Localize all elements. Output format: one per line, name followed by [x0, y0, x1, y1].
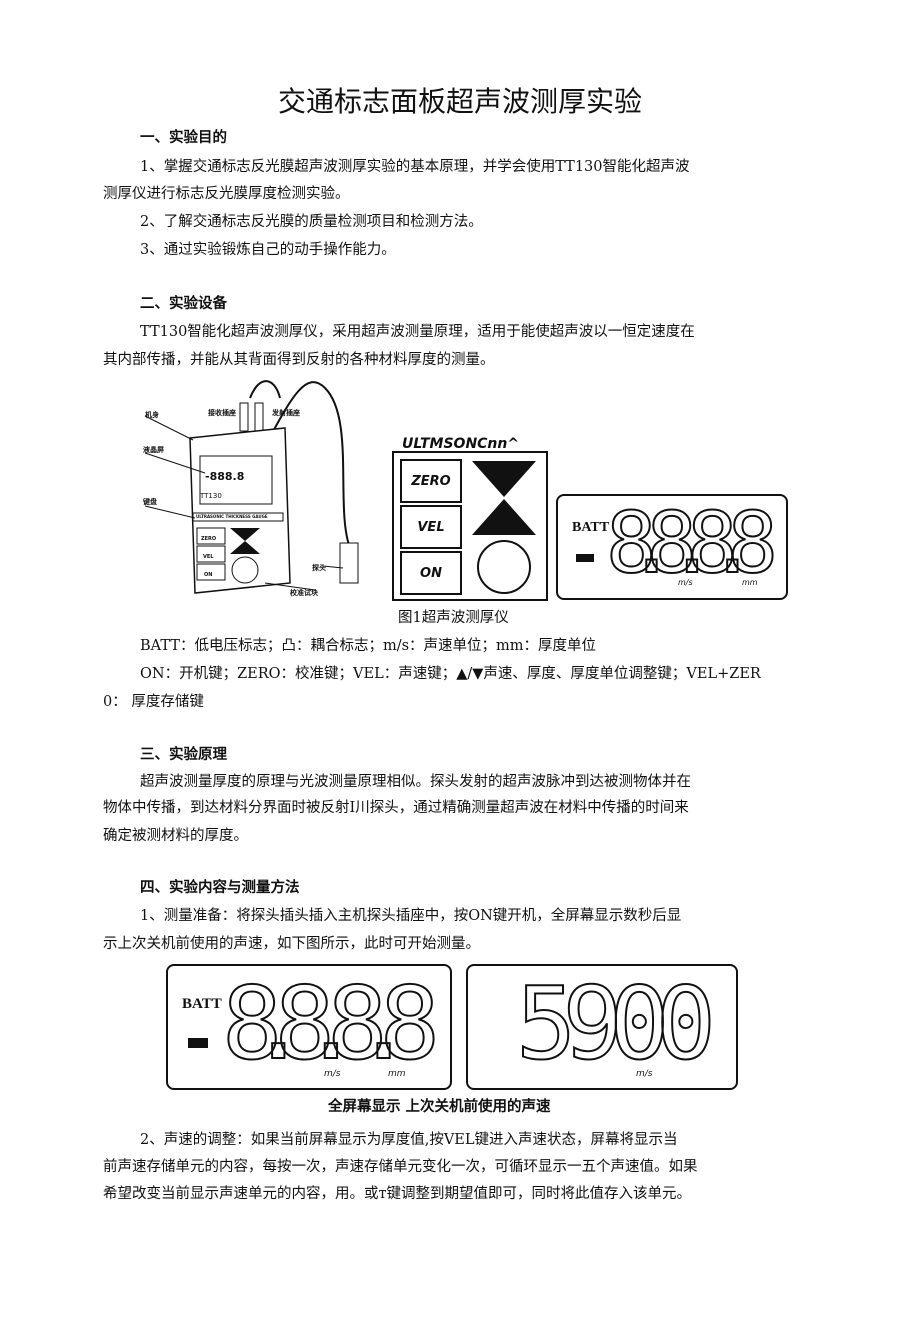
lcd-velocity-digits: 5900: [516, 972, 716, 1068]
panel-brand: ULTMSONCnn^: [402, 436, 520, 452]
label-receive-socket: 接收插座: [208, 409, 236, 417]
lcd-last-velocity-display: 5900 m/s: [466, 964, 738, 1090]
zero-key[interactable]: ZERO: [400, 459, 462, 503]
key-panel: ZERO VEL ON: [392, 451, 548, 601]
heading-method: 四、实验内容与测量方法: [140, 880, 300, 896]
legend-line: 0： 厚度存储键: [103, 694, 204, 710]
text-line: 其内部传播，并能从其背面得到反射的各种材料厚度的测量。: [103, 352, 495, 368]
unit-mm: mm: [742, 578, 758, 587]
heading-purpose: 一、实验目的: [140, 130, 227, 146]
page-title: 交通标志面板超声波测厚实验: [277, 85, 642, 118]
text-line: 2、了解交通标志反光膜的质量检测项目和检测方法。: [140, 214, 483, 230]
on-key[interactable]: ON: [400, 551, 462, 595]
label-keypad: 键盘: [143, 498, 157, 506]
coupling-icon: [188, 1038, 208, 1048]
text-line: 2、声速的调整：如果当前屏幕显示为厚度值,按VEL键进入声速状态，屏幕将显示当: [140, 1132, 678, 1148]
batt-indicator: BATT: [182, 996, 222, 1012]
unit-mm: mm: [388, 1069, 406, 1079]
vel-key[interactable]: VEL: [400, 505, 462, 549]
figure-caption: 图1超声波测厚仪: [398, 610, 509, 626]
figure-caption: 全屏幕显示 上次关机前使用的声速: [328, 1099, 551, 1115]
text-line: 测厚仪进行标志反光膜厚度检测实验。: [103, 186, 350, 202]
text-line: 希望改变当前显示声速单元的内容，用。或т键调整到期望值即可，同时将此值存入该单元…: [103, 1186, 692, 1202]
lcd-digits: 8.8.8.8: [222, 972, 440, 1068]
text-line: 1、掌握交通标志反光膜超声波测厚实验的基本原理，并学会使用TT130智能化超声波: [140, 159, 690, 175]
text-line: 前声速存储单元的内容，每按一次，声速存储单元变化一次，可循环显示一五个声速值。如…: [103, 1159, 698, 1175]
up-down-arrow-keys-icon[interactable]: [470, 459, 538, 595]
heading-principle: 三、实验原理: [140, 747, 227, 763]
device-lcd: -888.8: [205, 470, 245, 483]
lcd-display: BATT 8.8.8.8 m/s mm: [556, 494, 788, 600]
unit-ms: m/s: [324, 1069, 341, 1079]
legend-line: ON：开机键；ZERO：校准键；VEL：声速键；▲/▼声速、厚度、厚度单位调整键…: [140, 666, 761, 682]
unit-ms: m/s: [678, 578, 693, 587]
device-on: ON: [204, 572, 213, 578]
text-line: 示上次关机前使用的声速，如下图所示，此时可开始测量。: [103, 936, 480, 952]
unit-ms: m/s: [636, 1069, 653, 1079]
batt-indicator: BATT: [572, 520, 610, 535]
device-zero: ZERO: [201, 536, 217, 542]
lcd-digits: 8.8.8.8: [606, 500, 778, 580]
thickness-gauge-drawing: [144, 380, 359, 594]
legend-line: BATT：低电压标志；凸：耦合标志；m/s：声速单位；mm：厚度单位: [140, 638, 597, 654]
text-line: TT130智能化超声波测厚仪，采用超声波测量原理，适用于能使超声波以一恒定速度在: [140, 324, 695, 340]
heading-equipment: 二、实验设备: [140, 296, 227, 312]
device-vel: VEL: [203, 554, 214, 560]
text-line: 1、测量准备：将探头插头插入主机探头插座中，按ON键开机，全屏幕显示数秒后显: [140, 908, 682, 924]
text-line: 确定被测材料的厚度。: [103, 828, 248, 844]
label-probe: 探头: [312, 564, 326, 572]
label-body: 机身: [145, 411, 159, 419]
text-line: 超声波测量厚度的原理与光波测量原理相似。探头发射的超声波脉冲到达被测物体并在: [140, 774, 691, 790]
coupling-icon: [576, 554, 594, 562]
text-line: 物体中传播，到达材料分界面时被反射I川探头，通过精确测量超声波在材料中传播的时间…: [103, 800, 689, 816]
text-line: 3、通过实验锻炼自己的动手操作能力。: [140, 242, 396, 258]
device-model: TT130: [200, 492, 222, 500]
lcd-full-display: BATT 8.8.8.8 m/s mm: [166, 964, 452, 1090]
label-send-socket: 发射插座: [272, 409, 300, 417]
device-gauge-label: ULTRASONIC THICKNESS GAUGE: [196, 514, 268, 519]
label-screen: 液晶屏: [143, 446, 164, 454]
label-calibration-block: 校准试块: [290, 589, 318, 597]
